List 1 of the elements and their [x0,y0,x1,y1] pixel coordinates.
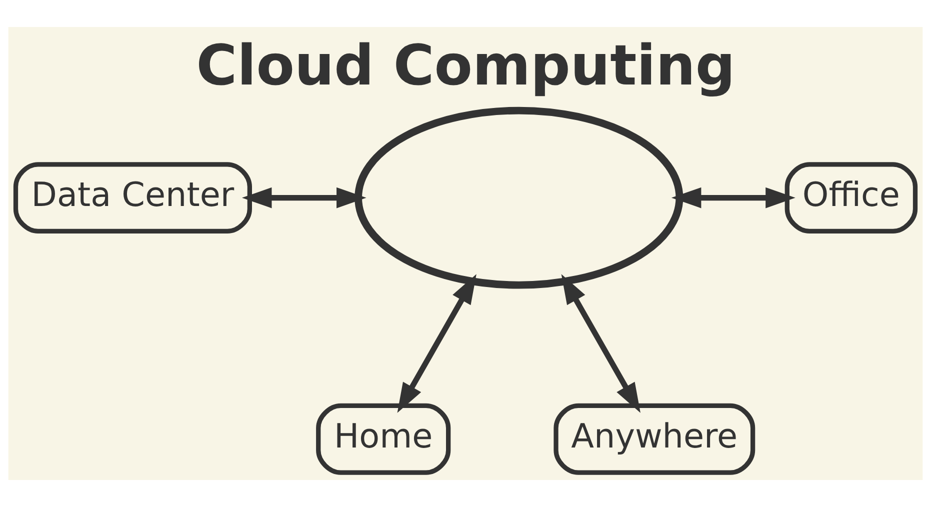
diagram-title: Cloud Computing [196,33,736,98]
